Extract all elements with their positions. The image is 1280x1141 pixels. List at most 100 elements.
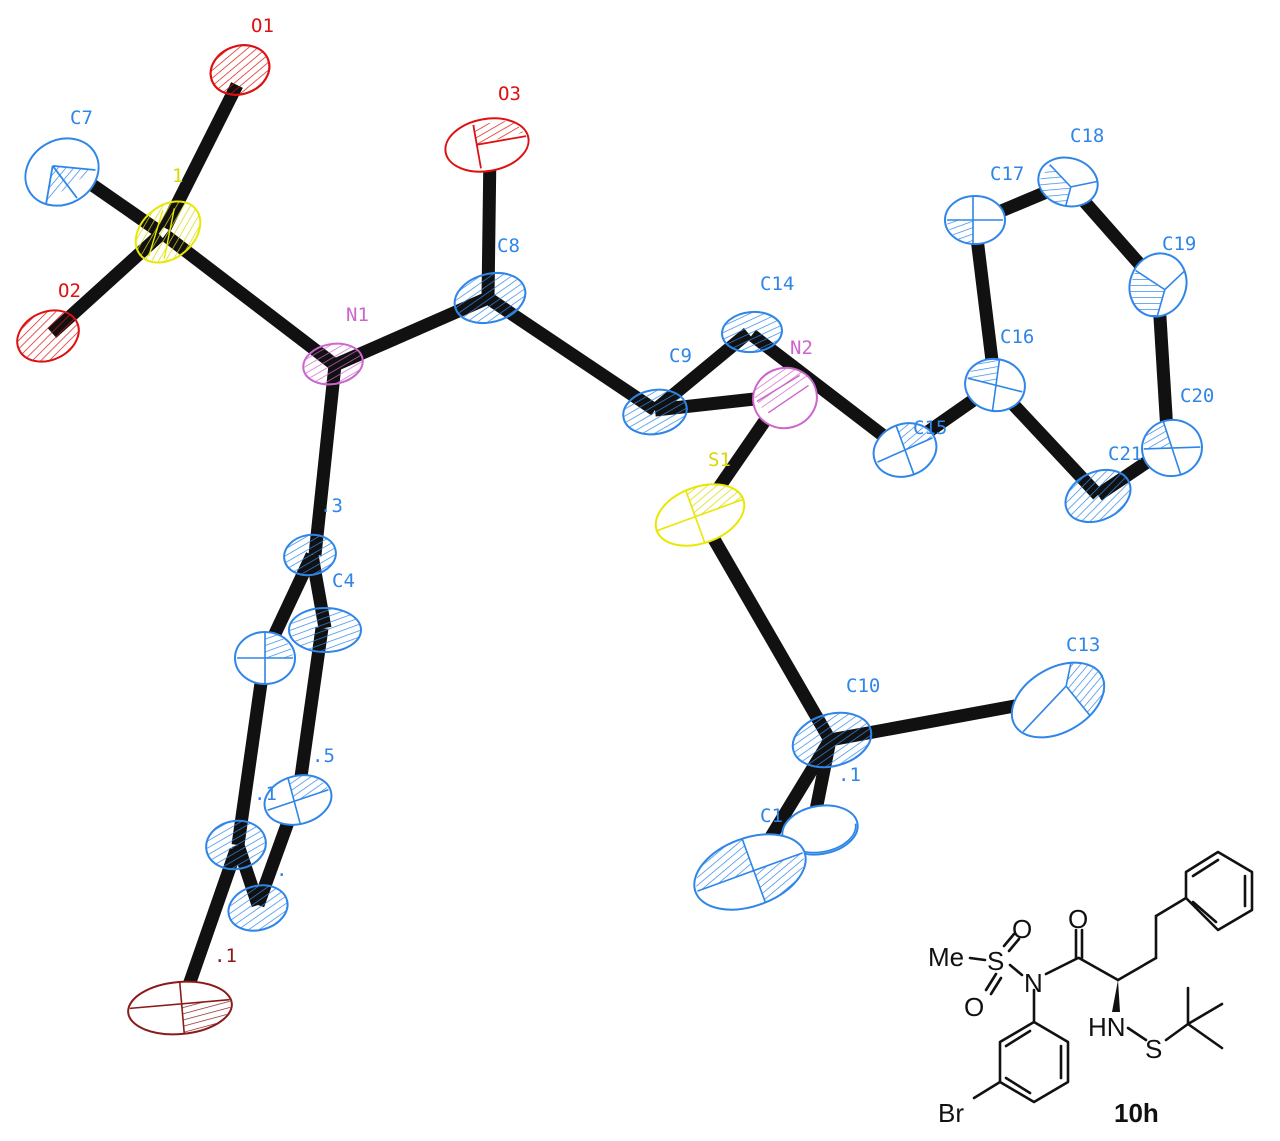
atom-s-sulfonyl — [134, 200, 202, 264]
atom-n2 — [752, 366, 818, 430]
skel-label-s2: S — [1145, 1034, 1162, 1064]
atom-layer — [16, 44, 1203, 1036]
skel-label-s: S — [987, 946, 1004, 976]
label-c3: .3 — [320, 495, 343, 517]
atom-c7 — [24, 137, 100, 207]
atom-c11 — [781, 804, 859, 856]
skeletal-structure: Me S O O N O HN S Br 10h — [928, 850, 1254, 1128]
bond-c16-c17 — [968, 221, 1002, 386]
skel-bond-c-br — [972, 1080, 1002, 1100]
label-layer: O1 O2 O3 C7 1 N1 C8 C14 C9 N2 S1 C15 C16… — [58, 15, 1214, 967]
label-c5: .5 — [312, 745, 335, 767]
atom-c8 — [453, 272, 527, 324]
skel-label-o2: O — [964, 992, 984, 1022]
atom-c17 — [944, 195, 1006, 245]
label-c4: C4 — [332, 570, 355, 592]
label-o1: O1 — [251, 15, 274, 37]
atom-c19 — [1128, 252, 1188, 318]
bond-c8-c9 — [484, 292, 659, 416]
skel-label-hn: HN — [1088, 1012, 1126, 1042]
label-c19: C19 — [1162, 233, 1196, 255]
label-n1: N1 — [346, 304, 369, 326]
atom-o1 — [209, 44, 271, 96]
skel-aryl-db3 — [1004, 1076, 1032, 1095]
atom-c2 — [234, 631, 296, 685]
skel-bond-s-o2-b — [989, 976, 1003, 996]
label-c15: C15 — [913, 417, 947, 439]
bond-c4-c5 — [291, 627, 329, 799]
skel-bond-nh-s — [1126, 1026, 1148, 1042]
skel-label-o1: O — [1012, 914, 1032, 944]
bond-s-n1 — [161, 229, 339, 371]
skel-bond-ch2-ph — [1154, 896, 1188, 918]
atom-c16 — [964, 357, 1026, 413]
skel-bond-s-o2-a — [984, 972, 998, 992]
label-c21: C21 — [1108, 443, 1142, 465]
skel-bond-n-co — [1044, 956, 1080, 976]
label-n2: N2 — [790, 337, 813, 359]
atom-c14 — [721, 310, 783, 354]
label-c14: C14 — [760, 273, 794, 295]
label-c2: . — [276, 859, 287, 881]
atom-c3 — [283, 533, 337, 577]
bond-s-c10 — [694, 511, 836, 744]
skel-bond-co-ch — [1077, 956, 1120, 982]
label-c20: C20 — [1180, 385, 1214, 407]
atom-c13 — [1010, 661, 1106, 739]
bond-c2-c1 — [231, 654, 272, 846]
label-c16: C16 — [1000, 326, 1034, 348]
label-c6: .1 — [254, 783, 277, 805]
skel-phenyl-ring — [1184, 850, 1254, 932]
atom-c1 — [205, 819, 267, 871]
label-c18: C18 — [1070, 125, 1104, 147]
label-c9: C9 — [669, 345, 692, 367]
atom-c21 — [1064, 468, 1132, 524]
label-c7: C7 — [70, 107, 93, 129]
label-c10: C10 — [846, 675, 880, 697]
atom-c9 — [622, 388, 688, 436]
compound-id: 10h — [1114, 1098, 1159, 1128]
bond-c1-br — [175, 847, 243, 1008]
atom-c6 — [227, 884, 289, 932]
label-c13: C13 — [1066, 634, 1100, 656]
skel-bond-tbu-2 — [1186, 1002, 1224, 1026]
atom-c5 — [263, 774, 333, 826]
skel-aryl-db1 — [1004, 1029, 1032, 1048]
atom-br1 — [127, 980, 233, 1036]
skel-aryl-ring — [998, 1020, 1070, 1104]
label-c11: .1 — [838, 764, 861, 786]
atom-c18 — [1037, 156, 1099, 208]
skel-bond-s-o1-b — [1007, 937, 1021, 953]
skel-label-o3: O — [1068, 904, 1088, 934]
skel-bond-ch-ch2 — [1116, 956, 1158, 982]
skel-label-n: N — [1024, 968, 1043, 998]
atom-c4 — [288, 607, 362, 653]
label-o3: O3 — [498, 83, 521, 105]
atom-n1 — [302, 342, 364, 386]
skel-phenyl-db1 — [1191, 858, 1220, 878]
atom-s-sulfinyl — [654, 483, 746, 547]
label-c17: C17 — [990, 163, 1024, 185]
skel-label-me: Me — [928, 942, 964, 972]
skel-bond-s-o1-a — [1002, 932, 1016, 948]
label-o2: O2 — [58, 280, 81, 302]
atom-c20 — [1141, 418, 1203, 478]
skel-bond-me-s — [968, 956, 987, 962]
label-c8: C8 — [497, 235, 520, 257]
bond-n1-c3 — [308, 364, 342, 556]
skel-wedge-ch-nh — [1112, 980, 1120, 1012]
atom-o2 — [16, 309, 80, 363]
skel-bond-s-n — [1008, 963, 1024, 977]
skel-bond-tbu-3 — [1186, 1022, 1224, 1050]
label-s-sulfonyl: 1 — [172, 165, 183, 187]
label-s-sulfinyl: S1 — [708, 449, 731, 471]
atom-o3 — [444, 117, 530, 173]
atom-c12 — [693, 833, 807, 911]
atom-c10 — [791, 711, 873, 769]
label-c12: C1 — [760, 805, 783, 827]
label-br1: .1 — [214, 945, 237, 967]
skel-bond-s-tbu — [1164, 1022, 1190, 1042]
atom-c15 — [872, 422, 938, 478]
bond-c14-c15 — [748, 329, 906, 456]
